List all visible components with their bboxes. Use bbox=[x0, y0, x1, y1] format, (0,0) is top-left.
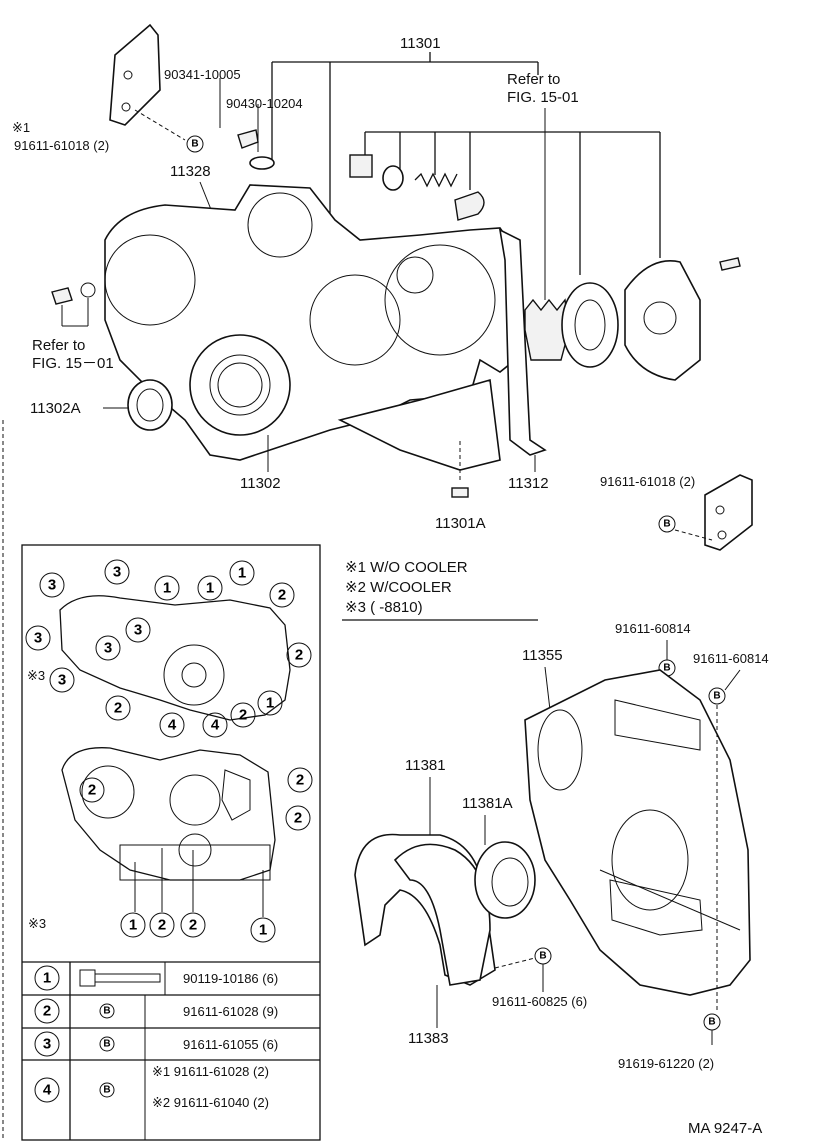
legend-box bbox=[21, 544, 321, 1141]
label-11302: 11302 bbox=[240, 475, 281, 492]
svg-text:1: 1 bbox=[259, 922, 267, 939]
label-11383: 11383 bbox=[408, 1030, 449, 1047]
svg-text:B: B bbox=[713, 691, 720, 702]
label-11381: 11381 bbox=[405, 757, 446, 774]
label-90430: 90430-10204 bbox=[226, 96, 303, 111]
seal-housing-11302 bbox=[189, 334, 291, 436]
svg-text:3: 3 bbox=[34, 630, 42, 647]
label-91611-61018-right: 91611-61018 (2) bbox=[600, 474, 695, 489]
svg-text:3: 3 bbox=[113, 564, 121, 581]
svg-text:2: 2 bbox=[114, 700, 122, 717]
svg-text:4: 4 bbox=[211, 717, 220, 734]
label-11355: 11355 bbox=[522, 647, 563, 664]
label-11312: 11312 bbox=[508, 475, 549, 492]
note1-mark-left: ※1 bbox=[12, 120, 30, 135]
svg-text:B: B bbox=[708, 1017, 715, 1028]
label-fig-left: FIG. 15－01 bbox=[32, 355, 114, 372]
bolt-table: 1 90119-10186 (6) 2 B 91611-61028 (9) 3 … bbox=[22, 961, 320, 1140]
washer-90430 bbox=[249, 156, 275, 170]
bolt-icon bbox=[79, 969, 161, 987]
svg-text:3: 3 bbox=[48, 577, 56, 594]
legend-circled-numbers: 3 3 1 1 1 2 3 3 3 2 ※3 3 2 1 2 4 4 2 2 2… bbox=[25, 559, 313, 943]
gasket-11312 bbox=[498, 228, 547, 456]
table-row1-part: 90119-10186 (6) bbox=[183, 971, 278, 986]
bracket-top-left bbox=[109, 23, 161, 126]
rear-oil-seal-11381A bbox=[474, 841, 536, 919]
label-11301: 11301 bbox=[400, 35, 441, 52]
pump-screw bbox=[719, 257, 741, 271]
label-91611-60825: 91611-60825 (6) bbox=[492, 994, 587, 1009]
table-row4-num: 4 bbox=[43, 1082, 52, 1099]
label-91611-60814-b: 91611-60814 bbox=[693, 651, 769, 666]
label-11301A: 11301A bbox=[435, 515, 486, 532]
table-row3-part: 91611-61055 (6) bbox=[183, 1037, 278, 1052]
svg-text:3: 3 bbox=[134, 622, 142, 639]
plug bbox=[349, 154, 373, 178]
note-2: ※2 W/COOLER bbox=[345, 579, 452, 596]
label-91619-61220: 91619-61220 (2) bbox=[618, 1056, 714, 1071]
table-row1-num: 1 bbox=[43, 970, 51, 987]
gasket-ring bbox=[382, 165, 404, 191]
svg-text:2: 2 bbox=[88, 782, 96, 799]
pin-11301A bbox=[451, 487, 469, 498]
label-fig-top: FIG. 15-01 bbox=[507, 89, 579, 106]
svg-text:3: 3 bbox=[104, 640, 112, 657]
svg-text:B: B bbox=[663, 519, 670, 530]
svg-text:2: 2 bbox=[295, 647, 303, 664]
label-refer-left: Refer to bbox=[32, 337, 85, 354]
bolt-90341 bbox=[237, 129, 259, 149]
label-11328: 11328 bbox=[170, 163, 211, 180]
svg-text:4: 4 bbox=[168, 717, 177, 734]
pump-cover bbox=[624, 260, 701, 381]
b-marker-left bbox=[186, 135, 204, 153]
table-row4-part-a: ※1 91611-61028 (2) bbox=[152, 1064, 269, 1079]
svg-text:2: 2 bbox=[239, 707, 247, 724]
svg-text:※3: ※3 bbox=[27, 668, 45, 683]
label-90341: 90341-10005 bbox=[164, 67, 241, 82]
gasket-outline-lower bbox=[61, 747, 276, 881]
end-plate-11355 bbox=[524, 669, 751, 996]
bracket-right bbox=[704, 474, 753, 551]
svg-text:B: B bbox=[663, 663, 670, 674]
footer-code: MA 9247-A bbox=[688, 1120, 762, 1137]
note-1: ※1 W/O COOLER bbox=[345, 559, 468, 576]
svg-text:B: B bbox=[103, 1085, 110, 1096]
svg-text:1: 1 bbox=[163, 580, 171, 597]
svg-text:1: 1 bbox=[129, 917, 137, 934]
svg-text:※3: ※3 bbox=[28, 916, 46, 931]
svg-text:2: 2 bbox=[158, 917, 166, 934]
gasket-outline-upper bbox=[59, 595, 291, 721]
bolt-left bbox=[51, 287, 73, 305]
note-3: ※3 ( -8810) bbox=[345, 599, 423, 616]
driven-rotor bbox=[561, 282, 619, 368]
label-refer-top: Refer to bbox=[507, 71, 560, 88]
label-91611-60814-a: 91611-60814 bbox=[615, 621, 691, 636]
svg-text:3: 3 bbox=[58, 672, 66, 689]
svg-text:1: 1 bbox=[238, 565, 246, 582]
oil-seal-11302A bbox=[127, 379, 173, 431]
relief-spring bbox=[414, 172, 458, 188]
table-row2-part: 91611-61028 (9) bbox=[183, 1004, 278, 1019]
svg-text:B: B bbox=[103, 1039, 110, 1050]
svg-text:B: B bbox=[191, 139, 198, 150]
svg-text:1: 1 bbox=[266, 695, 274, 712]
table-row3-num: 3 bbox=[43, 1036, 51, 1053]
label-91611-61018-left: 91611-61018 (2) bbox=[14, 138, 109, 153]
table-row2-num: 2 bbox=[43, 1003, 51, 1020]
svg-text:1: 1 bbox=[206, 580, 214, 597]
b-marker-right bbox=[658, 515, 676, 533]
svg-text:2: 2 bbox=[278, 587, 286, 604]
svg-text:B: B bbox=[539, 951, 546, 962]
relief-valve bbox=[454, 191, 485, 221]
label-11302A: 11302A bbox=[30, 400, 81, 417]
svg-text:2: 2 bbox=[189, 917, 197, 934]
svg-text:2: 2 bbox=[296, 772, 304, 789]
label-11381A: 11381A bbox=[462, 795, 513, 812]
table-row4-part-b: ※2 91611-61040 (2) bbox=[152, 1095, 269, 1110]
svg-text:2: 2 bbox=[294, 810, 302, 827]
drive-gear bbox=[524, 298, 570, 361]
svg-text:B: B bbox=[103, 1006, 110, 1017]
